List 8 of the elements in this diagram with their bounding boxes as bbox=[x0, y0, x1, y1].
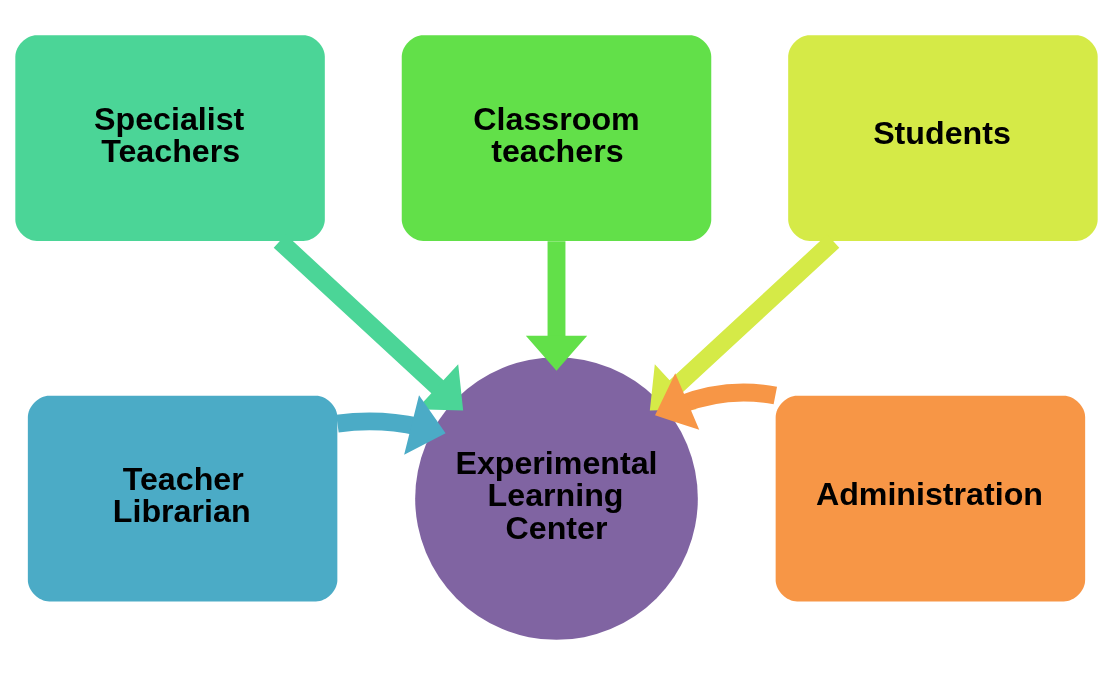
node-box: Teacher Librarian bbox=[27, 395, 338, 602]
node-box: Classroom teachers bbox=[401, 35, 712, 241]
arrow bbox=[525, 241, 588, 371]
arrow bbox=[655, 373, 777, 430]
node-box: Administration bbox=[775, 395, 1086, 602]
node-box: Students bbox=[788, 35, 1098, 241]
arrow bbox=[336, 395, 446, 455]
node-box: Specialist Teachers bbox=[15, 35, 325, 241]
